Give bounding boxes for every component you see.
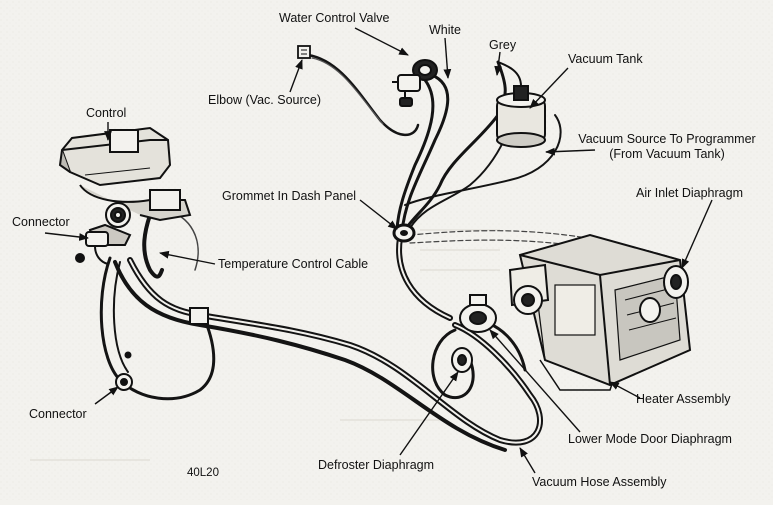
- grommet: [392, 223, 416, 243]
- hose-clip: [189, 307, 209, 325]
- label-connector-bottom: Connector: [29, 407, 87, 421]
- leader-defroster-diaphragm: [399, 371, 459, 456]
- heater-assembly: [508, 233, 692, 391]
- leader-elbow: [289, 59, 303, 93]
- label-water-control-valve: Water Control Valve: [279, 11, 390, 25]
- leader-water-control-valve: [354, 27, 409, 56]
- elbow-fitting: [297, 45, 311, 59]
- connector-top-part: [75, 231, 109, 265]
- label-elbow: Elbow (Vac. Source): [208, 93, 322, 107]
- defroster-diaphragm-part: [451, 347, 473, 373]
- leader-white: [443, 37, 452, 79]
- label-connector-top: Connector: [12, 215, 70, 229]
- lower-mode-door-diaphragm-part: [459, 294, 497, 333]
- label-grey: Grey: [489, 38, 517, 52]
- leader-temperature-control-cable: [159, 250, 216, 265]
- label-white: White: [429, 23, 461, 37]
- leader-air-inlet-diaphragm: [681, 199, 713, 269]
- leader-vacuum-hose-assembly: [519, 447, 536, 474]
- water-control-valve: [392, 59, 438, 107]
- label-vacuum-hose-assembly: Vacuum Hose Assembly: [532, 475, 667, 489]
- leader-lines: [44, 27, 713, 474]
- leader-vacuum-tank: [529, 67, 569, 109]
- label-heater-assembly: Heater Assembly: [636, 392, 731, 406]
- label-vacuum-source-line2: (From Vacuum Tank): [609, 147, 725, 161]
- leader-connector-bottom: [94, 386, 119, 405]
- label-vacuum-tank: Vacuum Tank: [568, 52, 643, 66]
- leader-vacuum-source: [545, 147, 596, 156]
- label-vacuum-source-line1: Vacuum Source To Programmer: [578, 132, 756, 146]
- background-text-bleed: [30, 229, 500, 461]
- vacuum-tank: [496, 61, 546, 148]
- label-temperature-control-cable: Temperature Control Cable: [218, 257, 369, 271]
- leader-lower-mode-door-diaphragm: [489, 329, 581, 433]
- figure-code: 40L20: [187, 467, 219, 479]
- label-defroster-diaphragm: Defroster Diaphragm: [318, 458, 435, 472]
- label-grommet: Grommet In Dash Panel: [222, 189, 357, 203]
- label-control: Control: [86, 106, 127, 120]
- leader-connector-top: [44, 232, 89, 241]
- vacuum-hoses: [99, 53, 684, 452]
- air-inlet-diaphragm-part: [639, 265, 689, 323]
- leader-grommet: [359, 199, 398, 230]
- label-air-inlet-diaphragm: Air Inlet Diaphragm: [636, 186, 743, 200]
- label-lower-mode-door-diaphragm: Lower Mode Door Diaphragm: [568, 432, 732, 446]
- connector-bottom-part: [115, 351, 133, 391]
- leader-heater-assembly: [609, 381, 641, 399]
- leader-grey: [494, 51, 503, 76]
